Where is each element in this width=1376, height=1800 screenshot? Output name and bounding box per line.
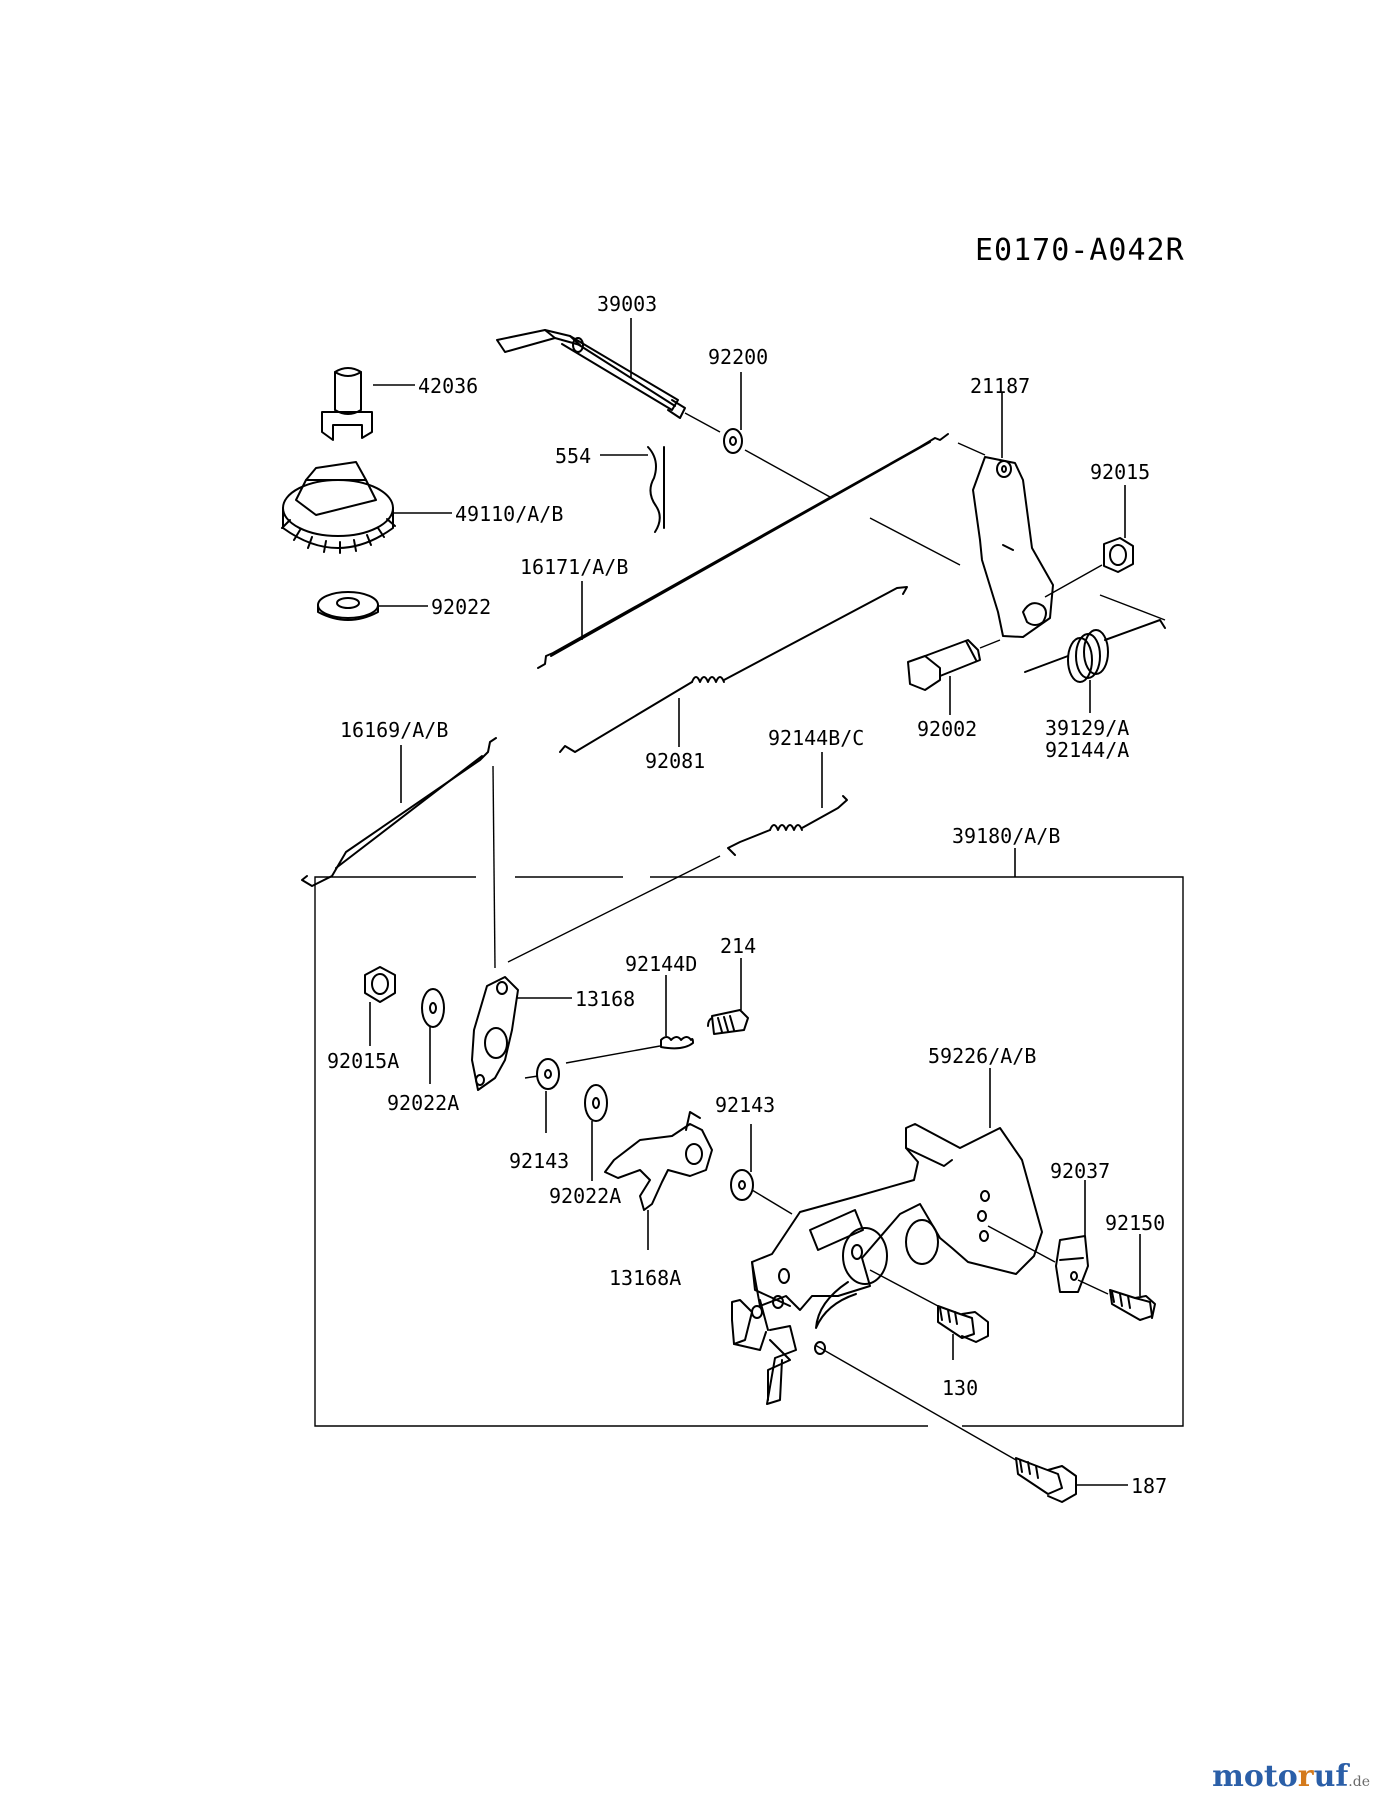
guide-92143-left bbox=[524, 1075, 539, 1079]
guide-21187-a bbox=[957, 442, 986, 456]
watermark-part-2: r bbox=[1297, 1759, 1314, 1794]
guide-92002 bbox=[979, 639, 1001, 649]
label-92200: 92200 bbox=[708, 345, 768, 369]
label-49110: 49110/A/B bbox=[455, 502, 563, 526]
label-42036: 42036 bbox=[418, 374, 478, 398]
part-92015-drawing bbox=[1103, 537, 1134, 573]
label-92015: 92015 bbox=[1090, 460, 1150, 484]
part-130-drawing bbox=[937, 1305, 989, 1343]
label-21187: 21187 bbox=[970, 374, 1030, 398]
label-92143-left: 92143 bbox=[509, 1149, 569, 1173]
label-59226: 59226/A/B bbox=[928, 1044, 1036, 1068]
label-130: 130 bbox=[942, 1376, 978, 1400]
label-214: 214 bbox=[720, 934, 756, 958]
bolt-hole-187 bbox=[814, 1341, 826, 1355]
guide-92200 bbox=[744, 449, 831, 498]
part-92022A-mid-drawing bbox=[584, 1084, 608, 1122]
label-92081: 92081 bbox=[645, 749, 705, 773]
part-39003-drawing bbox=[496, 329, 686, 419]
part-13168A-drawing bbox=[604, 1111, 713, 1211]
part-16171-drawing bbox=[537, 433, 949, 669]
label-92037: 92037 bbox=[1050, 1159, 1110, 1183]
part-49110-drawing bbox=[281, 461, 396, 554]
guide-130 bbox=[869, 1269, 939, 1307]
part-21187-drawing bbox=[972, 456, 1054, 638]
guide-21187-b bbox=[869, 517, 961, 566]
diagram-code: E0170-A042R bbox=[975, 233, 1185, 268]
watermark-part-1: moto bbox=[1212, 1759, 1298, 1794]
label-92022: 92022 bbox=[431, 595, 491, 619]
guide-92143-right bbox=[751, 1189, 793, 1215]
label-13168: 13168 bbox=[575, 987, 635, 1011]
part-92002-drawing bbox=[907, 639, 981, 691]
part-92143-right-drawing bbox=[730, 1169, 754, 1201]
label-16171: 16171/A/B bbox=[520, 555, 628, 579]
guide-92144BC bbox=[507, 855, 721, 963]
part-92144D-drawing bbox=[660, 1036, 694, 1050]
watermark-logo: motoruf.de bbox=[1212, 1759, 1370, 1794]
part-214-drawing bbox=[707, 1009, 749, 1035]
part-42036-drawing bbox=[321, 367, 373, 441]
part-92150-drawing bbox=[1109, 1289, 1156, 1321]
label-554: 554 bbox=[555, 444, 591, 468]
part-59226-drawing bbox=[731, 1123, 1043, 1405]
part-187-drawing bbox=[1015, 1457, 1077, 1503]
part-92037-drawing bbox=[1055, 1235, 1089, 1293]
guide-92037 bbox=[987, 1225, 1056, 1263]
label-39003: 39003 bbox=[597, 292, 657, 316]
label-92002: 92002 bbox=[917, 717, 977, 741]
label-92150: 92150 bbox=[1105, 1211, 1165, 1235]
part-92022-drawing bbox=[317, 591, 379, 621]
part-92144BC-drawing bbox=[727, 795, 848, 856]
part-92022A-left-drawing bbox=[421, 988, 445, 1028]
label-92022A-left: 92022A bbox=[387, 1091, 459, 1115]
guide-92150 bbox=[1077, 1279, 1109, 1295]
label-13168A: 13168A bbox=[609, 1266, 681, 1290]
label-92144BC: 92144B/C bbox=[768, 726, 864, 750]
guide-39003-92200 bbox=[684, 412, 721, 433]
watermark-part-3: uf bbox=[1313, 1759, 1349, 1794]
label-39180: 39180/A/B bbox=[952, 824, 1060, 848]
part-16169-drawing bbox=[301, 737, 497, 887]
label-39129: 39129/A bbox=[1045, 716, 1129, 740]
label-92143-right: 92143 bbox=[715, 1093, 775, 1117]
guide-16169 bbox=[492, 765, 496, 969]
part-92143-left-drawing bbox=[536, 1058, 560, 1090]
label-92144D: 92144D bbox=[625, 952, 697, 976]
part-39129-drawing bbox=[1024, 619, 1166, 683]
guide-92015 bbox=[1044, 564, 1103, 598]
label-92022A-mid: 92022A bbox=[549, 1184, 621, 1208]
label-92144: 92144/A bbox=[1045, 738, 1129, 762]
part-92015A-drawing bbox=[364, 966, 396, 1003]
label-92015A: 92015A bbox=[327, 1049, 399, 1073]
guide-187 bbox=[814, 1344, 1017, 1461]
label-16169: 16169/A/B bbox=[340, 718, 448, 742]
part-13168-drawing bbox=[471, 976, 519, 1091]
part-92081-drawing bbox=[559, 586, 908, 753]
guide-92144D bbox=[565, 1045, 661, 1064]
part-554-drawing bbox=[647, 446, 665, 533]
watermark-part-4: .de bbox=[1348, 1774, 1370, 1790]
guide-92015-b bbox=[1099, 594, 1166, 621]
label-187: 187 bbox=[1131, 1474, 1167, 1498]
part-92200-drawing bbox=[723, 428, 743, 454]
assembly-39180-box bbox=[314, 876, 1184, 1427]
